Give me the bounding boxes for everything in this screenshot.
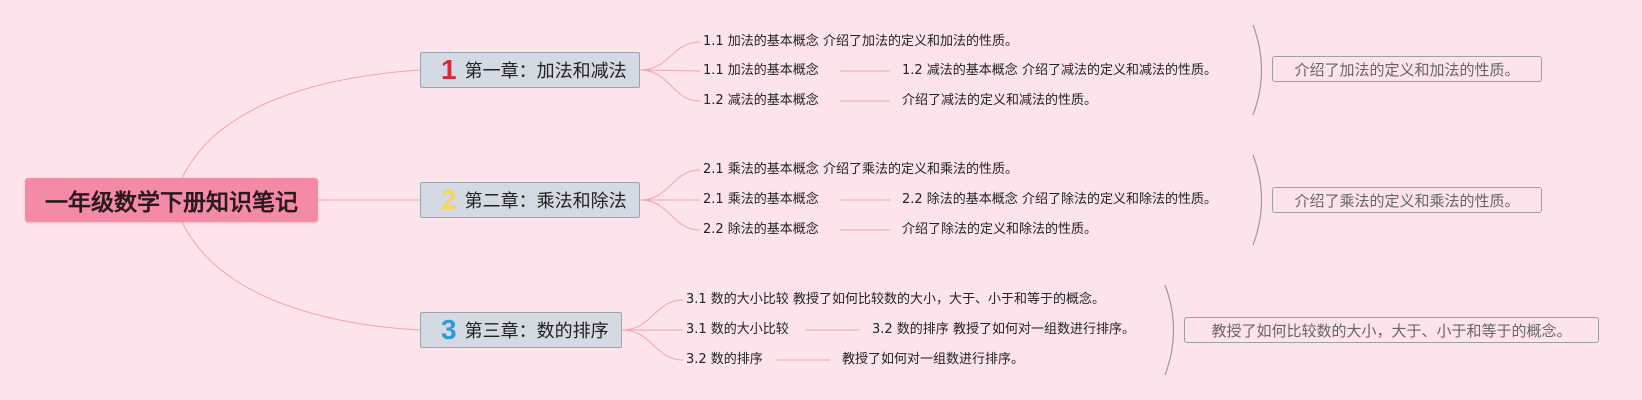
chapter-1-subleaf-3[interactable]: 介绍了减法的定义和减法的性质。 — [902, 93, 1098, 108]
chapter-1-leaf-3[interactable]: 1.2 减法的基本概念 — [703, 93, 819, 108]
chapter-2-summary[interactable]: 介绍了乘法的定义和乘法的性质。 — [1272, 187, 1542, 213]
link-ch2-leaf1 — [639, 169, 701, 201]
chapter-3-label: 第三章：数的排序 — [464, 321, 609, 342]
chapter-2-leaf-3[interactable]: 2.2 除法的基本概念 — [703, 222, 819, 237]
bracket-ch1 — [1252, 24, 1263, 116]
chapter-2-subleaf-3[interactable]: 介绍了除法的定义和除法的性质。 — [902, 222, 1098, 237]
chapter-2-leaf-2[interactable]: 2.1 乘法的基本概念 — [703, 192, 819, 207]
link-root-ch3 — [181, 221, 421, 331]
chapter-1-topic[interactable]: 1 第一章：加法和减法 — [420, 52, 640, 88]
link-ch2-leaf3 — [639, 199, 701, 231]
chapter-1-label: 第一章：加法和减法 — [464, 61, 627, 82]
root-topic[interactable]: 一年级数学下册知识笔记 — [25, 178, 318, 222]
chapter-1-leaf-2[interactable]: 1.1 加法的基本概念 — [703, 63, 819, 78]
chapter-3-leaf-1[interactable]: 3.1 数的大小比较 教授了如何比较数的大小，大于、小于和等于的概念。 — [686, 292, 1105, 307]
link-ch3-leaf3 — [621, 329, 684, 361]
chapter-3-topic[interactable]: 3 第三章：数的排序 — [420, 312, 622, 348]
chapter-2-topic[interactable]: 2 第二章：乘法和除法 — [420, 182, 640, 218]
number-3-icon: 3 — [441, 314, 457, 345]
chapter-3-subleaf-3[interactable]: 教授了如何对一组数进行排序。 — [842, 352, 1025, 367]
chapter-1-subleaf-2[interactable]: 1.2 减法的基本概念 介绍了减法的定义和减法的性质。 — [902, 63, 1217, 78]
chapter-3-leaf-3[interactable]: 3.2 数的排序 — [686, 352, 763, 367]
chapter-2-leaf-1[interactable]: 2.1 乘法的基本概念 介绍了乘法的定义和乘法的性质。 — [703, 162, 1018, 177]
link-ch1-leaf2 — [639, 69, 701, 72]
bracket-ch2 — [1252, 154, 1263, 246]
link-ch1-leaf1 — [639, 41, 701, 71]
number-2-icon: 2 — [441, 184, 457, 215]
bracket-ch3 — [1164, 284, 1175, 376]
link-ch1-leaf3 — [639, 69, 701, 102]
number-1-icon: 1 — [441, 54, 457, 85]
root-title: 一年级数学下册知识笔记 — [45, 190, 298, 216]
chapter-3-summary[interactable]: 教授了如何比较数的大小，大于、小于和等于的概念。 — [1184, 317, 1599, 343]
chapter-3-leaf-2[interactable]: 3.1 数的大小比较 — [686, 322, 789, 337]
chapter-2-subleaf-2[interactable]: 2.2 除法的基本概念 介绍了除法的定义和除法的性质。 — [902, 192, 1217, 207]
chapter-1-summary[interactable]: 介绍了加法的定义和加法的性质。 — [1272, 56, 1542, 82]
link-root-ch1 — [181, 69, 421, 179]
chapter-3-subleaf-2[interactable]: 3.2 数的排序 教授了如何对一组数进行排序。 — [872, 322, 1135, 337]
chapter-2-label: 第二章：乘法和除法 — [464, 191, 627, 212]
link-ch3-leaf1 — [621, 299, 684, 331]
chapter-1-leaf-1[interactable]: 1.1 加法的基本概念 介绍了加法的定义和加法的性质。 — [703, 34, 1018, 49]
